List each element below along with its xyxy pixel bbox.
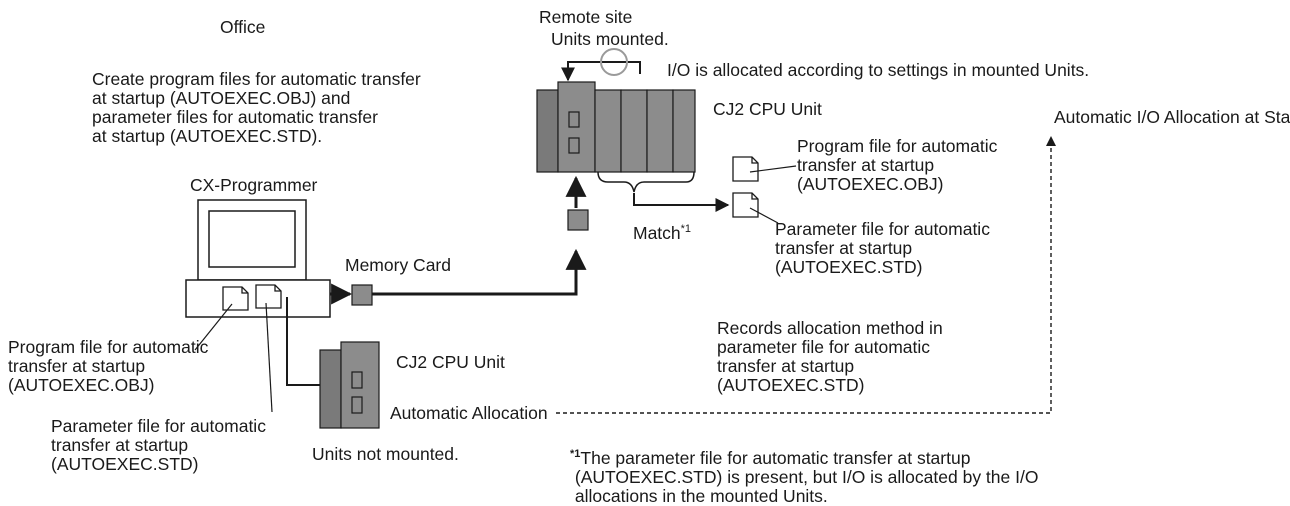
records-allocation-label: Records allocation method in parameter f… <box>717 318 943 395</box>
office-description: Create program files for automatic trans… <box>92 69 421 146</box>
office-parameter-file-label: Parameter file for automatic transfer at… <box>51 416 266 474</box>
footnote-text: The parameter file for automatic transfe… <box>574 448 1039 506</box>
remote-cpu-unit-label: CJ2 CPU Unit <box>713 99 822 119</box>
office-cpu-unit-label: CJ2 CPU Unit <box>396 352 505 372</box>
office-program-file-label: Program file for automatic transfer at s… <box>8 337 209 395</box>
program-file-icon-office <box>222 286 249 311</box>
memory-card-icon-office <box>330 283 373 306</box>
program-file-leader <box>194 303 233 351</box>
remote-parameter-file-label: Parameter file for automatic transfer at… <box>775 219 990 277</box>
cj2-cpu-unit-remote <box>536 81 696 173</box>
footnote-mark: *1 <box>570 448 581 460</box>
parameter-file-icon-office <box>255 284 282 309</box>
match-label: Match*1 <box>633 223 692 243</box>
software-label: CX-Programmer <box>190 175 318 195</box>
memory-card-icon-remote <box>567 209 589 231</box>
office-title: Office <box>220 17 266 37</box>
match-arrow <box>633 193 730 212</box>
units-mounted-label: Units mounted. <box>551 29 669 49</box>
remote-program-file-label: Program file for automatic transfer at s… <box>797 136 998 194</box>
card-transfer-arrow <box>372 248 587 296</box>
automatic-allocation-dashed-arrow <box>556 138 1052 414</box>
program-file-icon-remote <box>732 156 797 182</box>
parameter-file-leader <box>265 302 273 413</box>
remote-site-title: Remote site <box>539 7 633 27</box>
parameter-file-icon-remote <box>732 192 779 224</box>
io-allocated-label: I/O is allocated according to settings i… <box>667 60 1090 80</box>
automatic-allocation-label: Automatic Allocation <box>390 403 548 423</box>
cj2-cpu-unit-office <box>319 341 380 429</box>
footnote: *1The parameter file for automatic trans… <box>570 445 1038 506</box>
units-not-mounted-label: Units not mounted. <box>312 444 459 464</box>
memory-card-label: Memory Card <box>345 255 451 275</box>
mount-circle <box>600 48 628 76</box>
auto-io-allocation-label: Automatic I/O Allocation at Startup <box>1054 107 1290 127</box>
mounted-units-brace <box>597 171 695 193</box>
